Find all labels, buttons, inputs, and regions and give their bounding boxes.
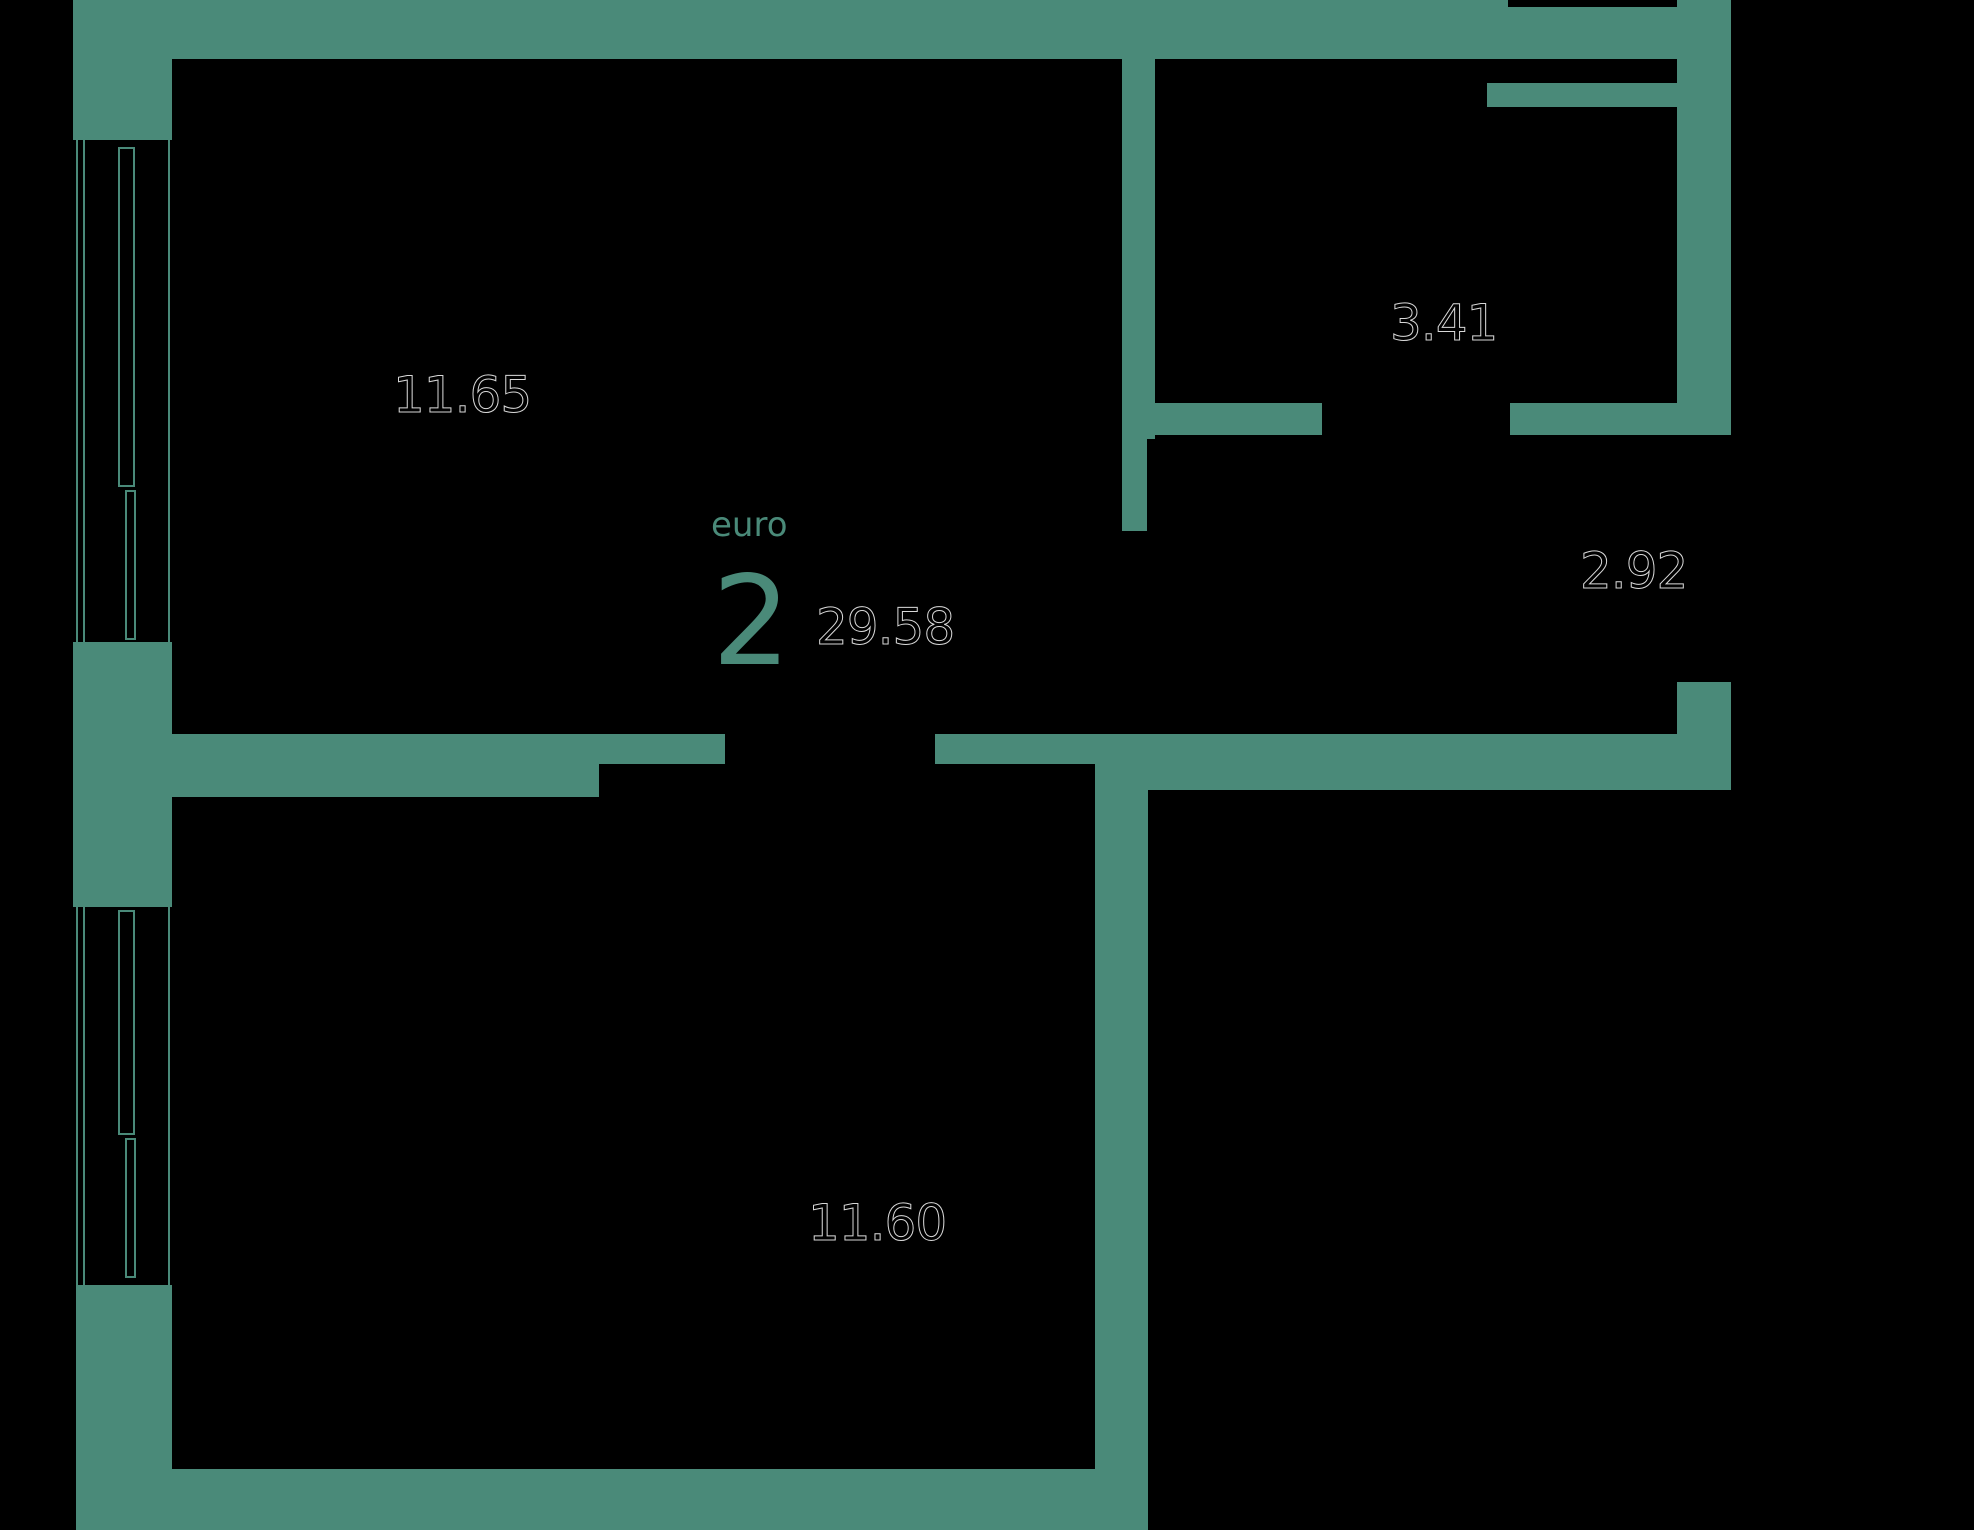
wall-bath-bottom-right xyxy=(1510,403,1680,435)
wall-bath-left xyxy=(1147,59,1155,439)
wall-left-top xyxy=(73,0,172,140)
window-2-line-c xyxy=(168,907,170,1285)
room-area-hallway: 2.92 xyxy=(1579,542,1688,600)
wall-right-upper xyxy=(1677,0,1731,435)
window-1-line-b xyxy=(83,140,85,642)
wall-lower-right xyxy=(1095,764,1148,1530)
wall-top xyxy=(73,0,1731,59)
window-2-line-b xyxy=(83,907,85,1285)
room-area-upper-left: 11.65 xyxy=(392,366,532,424)
window-1-line-a xyxy=(76,140,78,642)
window-1-line-c xyxy=(168,140,170,642)
window-2-sash-upper xyxy=(118,910,135,1135)
wall-bath-bottom-left xyxy=(1147,403,1322,435)
apartment-type-label: euro xyxy=(711,505,788,545)
window-2-line-a xyxy=(76,907,78,1285)
window-1-sash-lower xyxy=(125,490,136,640)
wall-middle-left-thick xyxy=(172,734,599,797)
wall-bath-top-ledge xyxy=(1487,83,1678,107)
wall-notch xyxy=(1508,0,1678,7)
wall-bottom xyxy=(76,1469,1148,1530)
room-area-bathroom: 3.41 xyxy=(1389,294,1498,352)
room-area-lower-left: 11.60 xyxy=(807,1194,947,1252)
window-2-sash-lower xyxy=(125,1138,136,1278)
wall-hall-bottom xyxy=(1095,734,1731,790)
total-area: 29.58 xyxy=(815,598,955,656)
shaft-void-2 xyxy=(1508,62,1678,83)
wall-partition-vertical xyxy=(1122,59,1147,531)
room-count: 2 xyxy=(712,550,791,694)
window-1-sash-upper xyxy=(118,147,135,487)
wall-left-middle xyxy=(73,642,172,907)
